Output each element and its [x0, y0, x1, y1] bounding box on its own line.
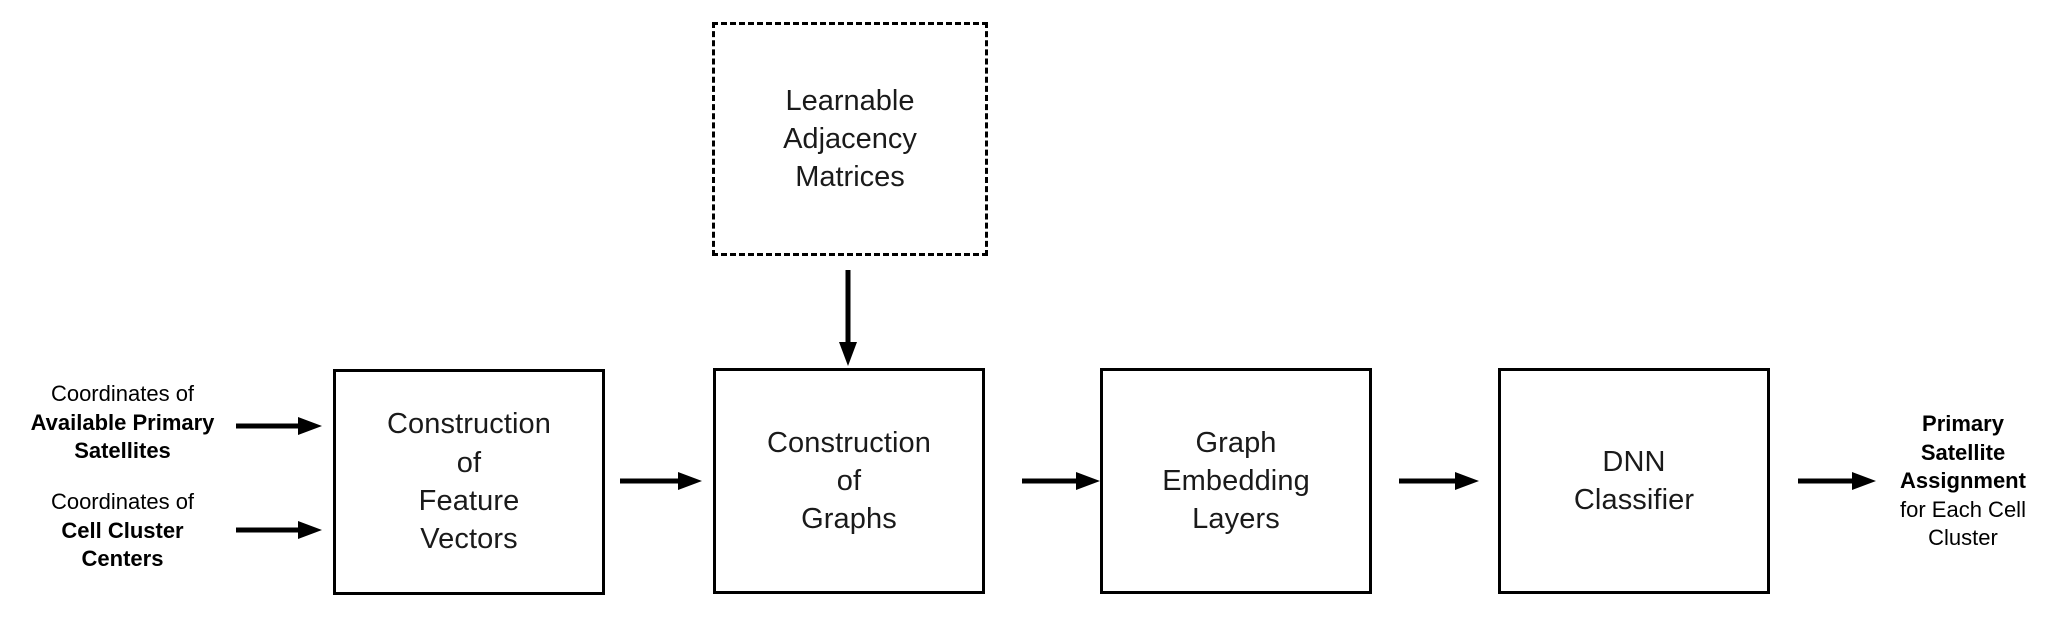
node-learnable-adjacency-matrices[interactable]: Learnable Adjacency Matrices	[712, 22, 988, 256]
node-label: Graph Embedding Layers	[1162, 426, 1310, 536]
output-label-primary-satellite-assignment: Primary Satellite Assignment for Each Ce…	[1872, 410, 2054, 553]
arrow-input-clusters-to-feature-vectors	[236, 518, 332, 542]
input-label-available-primary-satellites: Coordinates of Available Primary Satelli…	[10, 380, 235, 466]
node-dnn-classifier[interactable]: DNN Classifier	[1498, 368, 1770, 594]
input-label-line-bold: Available Primary Satellites	[30, 409, 215, 464]
input-label-line-normal: Coordinates of	[50, 381, 195, 406]
output-label-line-bold: Primary Satellite Assignment	[1900, 411, 2026, 494]
arrow-adjacency-to-graphs	[836, 270, 860, 370]
arrow-dnn-to-output	[1798, 469, 1886, 493]
node-label: Construction of Graphs	[767, 426, 931, 536]
node-label: DNN Classifier	[1573, 445, 1695, 516]
arrow-embedding-to-dnn	[1399, 469, 1489, 493]
node-construction-of-feature-vectors[interactable]: Construction of Feature Vectors	[333, 369, 605, 595]
input-label-cell-cluster-centers: Coordinates of Cell Cluster Centers	[10, 488, 235, 574]
arrow-graphs-to-embedding	[1022, 469, 1110, 493]
arrow-feature-vectors-to-graphs	[620, 469, 714, 493]
input-label-line-normal: Coordinates of	[50, 489, 195, 514]
node-construction-of-graphs[interactable]: Construction of Graphs	[713, 368, 985, 594]
output-label-line-normal: for Each Cell Cluster	[1900, 496, 2026, 551]
node-label: Construction of Feature Vectors	[387, 408, 551, 556]
node-label: Learnable Adjacency Matrices	[783, 84, 917, 194]
input-label-line-bold: Cell Cluster Centers	[61, 517, 184, 572]
arrow-input-satellites-to-feature-vectors	[236, 414, 332, 438]
node-graph-embedding-layers[interactable]: Graph Embedding Layers	[1100, 368, 1372, 594]
